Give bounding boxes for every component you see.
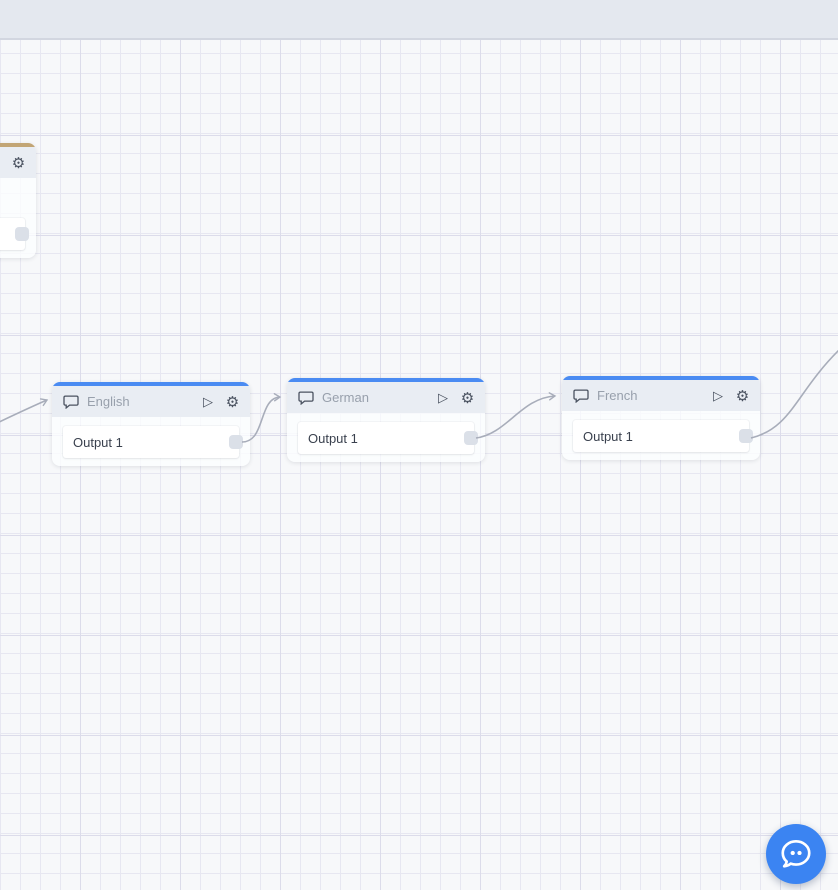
node-english[interactable]: English ▷ ⚙ Output 1 — [52, 382, 250, 466]
node-header: ▷ ⚙ — [0, 147, 36, 178]
output-row: Output 1 — [63, 426, 243, 458]
edge-german-french[interactable] — [475, 392, 557, 439]
comment-icon — [573, 388, 589, 403]
comment-icon — [63, 394, 79, 409]
play-icon[interactable]: ▷ — [203, 393, 213, 409]
output-label: Output 1 — [583, 428, 633, 444]
node-body: Output 1 — [562, 411, 760, 460]
output-row — [0, 218, 29, 250]
node-header: German ▷ ⚙ — [287, 382, 485, 413]
comment-icon — [298, 390, 314, 405]
node-accent-bar — [287, 378, 485, 382]
node-body: Output 1 — [287, 413, 485, 462]
output-row: Output 1 — [298, 422, 478, 454]
node-german[interactable]: German ▷ ⚙ Output 1 — [287, 378, 485, 462]
node-french[interactable]: French ▷ ⚙ Output 1 — [562, 376, 760, 460]
gear-icon[interactable]: ⚙ — [11, 154, 26, 172]
output-port[interactable] — [739, 429, 753, 443]
play-icon[interactable]: ▷ — [713, 387, 723, 403]
node-body: Output 1 — [52, 417, 250, 466]
gear-icon[interactable]: ⚙ — [225, 393, 240, 411]
edge-offscreen-english[interactable] — [0, 398, 49, 423]
node-body — [0, 178, 36, 258]
chat-bubble-icon — [778, 838, 814, 870]
node-title: English — [87, 394, 130, 409]
output-label: Output 1 — [73, 434, 123, 450]
gear-icon[interactable]: ⚙ — [735, 387, 750, 405]
node-accent-bar — [52, 382, 250, 386]
node-title: French — [597, 388, 638, 403]
node-accent-bar — [562, 376, 760, 380]
node-header: English ▷ ⚙ — [52, 386, 250, 417]
output-port[interactable] — [229, 435, 243, 449]
chat-fab-button[interactable] — [766, 824, 826, 884]
node-accent-bar — [0, 143, 36, 147]
node-header: French ▷ ⚙ — [562, 380, 760, 411]
edge-french-offscreen[interactable] — [750, 349, 838, 439]
node-partial[interactable]: ▷ ⚙ — [0, 143, 36, 258]
output-port[interactable] — [15, 227, 29, 241]
edge-english-german[interactable] — [241, 393, 282, 443]
play-icon[interactable]: ▷ — [438, 389, 448, 405]
node-title: German — [322, 390, 369, 405]
output-row: Output 1 — [573, 420, 753, 452]
top-bar — [0, 0, 838, 40]
output-port[interactable] — [464, 431, 478, 445]
output-label: Output 1 — [308, 430, 358, 446]
play-icon[interactable]: ▷ — [0, 155, 2, 171]
gear-icon[interactable]: ⚙ — [460, 389, 475, 407]
